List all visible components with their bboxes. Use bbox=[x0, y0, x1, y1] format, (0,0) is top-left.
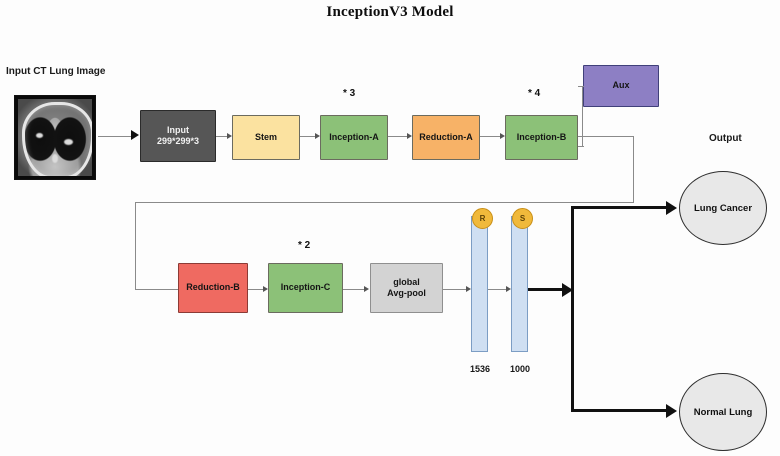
connector-image-to-input bbox=[98, 136, 132, 137]
block-stem[interactable]: Stem bbox=[232, 115, 300, 160]
connector-aux-vertical bbox=[582, 86, 583, 146]
vector-tag-s-label: S bbox=[519, 214, 526, 223]
arrowhead-to-lung-cancer bbox=[666, 200, 677, 215]
block-input-text: Input 299*299*3 bbox=[156, 124, 200, 146]
connector-input-to-stem bbox=[216, 136, 228, 137]
ct-nodule-marker bbox=[35, 132, 43, 138]
vector-size-1536: 1536 bbox=[469, 364, 491, 374]
arrowhead-vector-r-to-vector-s bbox=[506, 285, 511, 292]
connector-vector-r-to-vector-s bbox=[488, 289, 507, 290]
connector-inception-a-to-reduction-a bbox=[388, 136, 408, 137]
block-inception-c[interactable]: Inception-C bbox=[268, 263, 343, 313]
block-inception-a[interactable]: Inception-A bbox=[320, 115, 388, 160]
vector-tag-r[interactable]: R bbox=[472, 208, 493, 229]
ct-lung-scan-inner bbox=[18, 99, 92, 176]
ct-lung-scan-image bbox=[14, 95, 96, 180]
connector-vector-s-to-trunk bbox=[528, 288, 564, 291]
multiplier-inception-a: * 3 bbox=[343, 88, 356, 99]
block-reduction-b-label: Reduction-B bbox=[186, 282, 240, 293]
output-label: Output bbox=[709, 133, 742, 144]
connector-trunk-to-normal-lung bbox=[571, 409, 669, 412]
connector-inception-c-to-avgpool bbox=[343, 289, 365, 290]
block-global-avg-pool[interactable]: global Avg-pool bbox=[370, 263, 443, 313]
multiplier-inception-c: * 2 bbox=[298, 240, 311, 251]
arrowhead-avgpool-to-vector-r bbox=[466, 285, 471, 292]
block-inception-c-label: Inception-C bbox=[280, 282, 331, 293]
arrowhead-stem-to-inception-a bbox=[315, 132, 320, 139]
arrowhead-reduction-b-to-inception-c bbox=[263, 285, 268, 292]
block-reduction-a-label: Reduction-A bbox=[419, 131, 473, 142]
ct-spine-marker bbox=[52, 154, 59, 164]
block-global-avg-pool-text: global Avg-pool bbox=[387, 276, 426, 298]
arrowhead-into-trunk bbox=[562, 282, 573, 297]
connector-row1-down bbox=[633, 136, 634, 203]
arrowhead-reduction-a-to-inception-b bbox=[500, 132, 505, 139]
vector-tag-r-label: R bbox=[479, 214, 486, 223]
connector-trunk-to-lung-cancer bbox=[571, 206, 669, 209]
page-title: InceptionV3 Model bbox=[326, 4, 454, 20]
connector-row1-exit bbox=[578, 136, 634, 137]
arrowhead-image-to-input bbox=[131, 130, 139, 140]
block-inception-b[interactable]: Inception-B bbox=[505, 115, 578, 160]
block-aux-label: Aux bbox=[612, 80, 630, 91]
vector-size-1000: 1000 bbox=[509, 364, 531, 374]
block-reduction-b[interactable]: Reduction-B bbox=[178, 263, 248, 313]
block-inception-a-label: Inception-A bbox=[329, 131, 379, 142]
connector-row2-down bbox=[135, 202, 136, 290]
arrowhead-to-normal-lung bbox=[666, 403, 677, 418]
block-reduction-a[interactable]: Reduction-A bbox=[412, 115, 480, 160]
block-input[interactable]: Input 299*299*3 bbox=[140, 110, 216, 162]
block-inception-b-label: Inception-B bbox=[516, 131, 567, 142]
connector-row1-to-row2-horizontal bbox=[135, 202, 634, 203]
connector-avgpool-to-vector-r bbox=[443, 289, 467, 290]
vector-tag-s[interactable]: S bbox=[512, 208, 533, 229]
output-lung-cancer-label: Lung Cancer bbox=[693, 202, 753, 214]
connector-reduction-b-to-inception-c bbox=[248, 289, 264, 290]
connector-inception-b-to-aux bbox=[578, 146, 584, 147]
input-image-label: Input CT Lung Image bbox=[6, 66, 106, 77]
arrowhead-inception-a-to-reduction-a bbox=[407, 132, 412, 139]
arrowhead-input-to-stem bbox=[227, 132, 232, 139]
ct-nodule-marker bbox=[63, 139, 73, 146]
output-normal-lung-label: Normal Lung bbox=[693, 406, 753, 418]
connector-output-trunk bbox=[571, 206, 574, 412]
connector-reduction-a-to-inception-b bbox=[480, 136, 501, 137]
block-aux[interactable]: Aux bbox=[583, 65, 659, 107]
output-circle-lung-cancer[interactable]: Lung Cancer bbox=[679, 171, 767, 245]
connector-aux-to-box bbox=[578, 86, 584, 87]
vector-bar-1000[interactable] bbox=[511, 216, 528, 352]
block-stem-label: Stem bbox=[254, 131, 277, 142]
multiplier-inception-b: * 4 bbox=[528, 88, 541, 99]
connector-stem-to-inception-a bbox=[300, 136, 316, 137]
output-circle-normal-lung[interactable]: Normal Lung bbox=[679, 373, 767, 451]
arrowhead-inception-c-to-avgpool bbox=[364, 285, 369, 292]
vector-bar-1536[interactable] bbox=[471, 216, 488, 352]
connector-into-reduction-b bbox=[135, 289, 180, 290]
